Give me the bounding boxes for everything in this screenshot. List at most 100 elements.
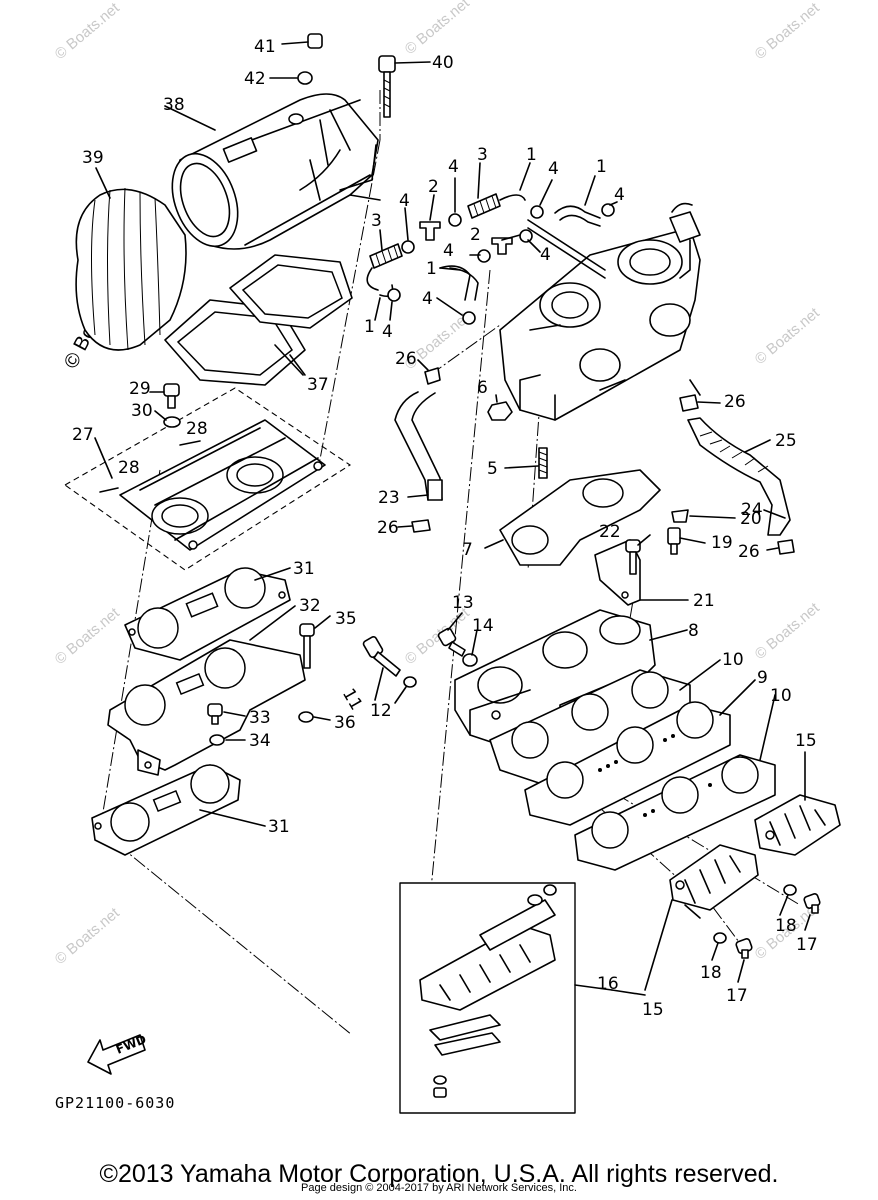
watermark: © Boats.net [52, 904, 124, 968]
callout-8: 8 [688, 621, 699, 641]
gasket-7 [499, 469, 661, 566]
clamps-26 [411, 367, 795, 555]
callout-5: 5 [487, 459, 498, 479]
callout-16: 16 [597, 974, 619, 994]
bolt-22 [625, 539, 641, 575]
callout-20: 20 [740, 509, 762, 529]
callout-26-lower-left: 26 [377, 518, 399, 538]
cap-20 [671, 509, 689, 523]
washer-18-lower [713, 932, 727, 944]
throttle-body-assembly [499, 202, 701, 421]
screw-17-lower [735, 938, 753, 959]
gasket-31-lower [91, 764, 241, 856]
sensor-19 [667, 527, 681, 555]
hose-3-right [467, 193, 526, 219]
hose-3-left [366, 243, 403, 291]
plate-9 [524, 701, 731, 826]
part-code: GP21100-6030 [55, 1094, 175, 1112]
callout-15-upper: 15 [795, 731, 817, 751]
callout-1-top: 1 [526, 145, 537, 165]
connector-2 [419, 221, 513, 255]
bolt-13 [437, 627, 466, 657]
callout-21: 21 [693, 591, 715, 611]
callout-35: 35 [335, 609, 357, 629]
callout-31-lower: 31 [268, 817, 290, 837]
hose-23 [394, 391, 443, 501]
nut-6 [487, 401, 513, 421]
callout-31-upper: 31 [293, 559, 315, 579]
clamps-4 [387, 203, 615, 325]
callout-10-b: 10 [770, 686, 792, 706]
callout-1-right: 1 [596, 157, 607, 177]
callout-3-left: 3 [371, 211, 382, 231]
callout-42: 42 [244, 69, 266, 89]
hose-1 [379, 205, 606, 301]
callout-4-mid: 4 [443, 241, 454, 261]
watermark: © Boats.net [752, 304, 824, 368]
page-design-credit: Page design © 2004-2017 by ARI Network S… [301, 1182, 577, 1194]
callout-2-upper: 2 [428, 177, 439, 197]
seal-42 [269, 71, 313, 85]
callout-18-lower: 18 [700, 963, 722, 983]
cap-41 [281, 33, 323, 49]
callout-36: 36 [334, 713, 356, 733]
bolt-29 [163, 383, 180, 409]
callout-9: 9 [757, 668, 768, 688]
leader-lines [94, 162, 811, 996]
callout-18-upper: 18 [775, 916, 797, 936]
callout-14: 14 [472, 616, 494, 636]
bolt-33 [207, 703, 223, 725]
callout-41: 41 [254, 37, 276, 57]
callout-23: 23 [378, 488, 400, 508]
rubber-joint-39 [75, 167, 187, 351]
callout-4-left-lower: 4 [382, 322, 393, 342]
callout-11: 11 [338, 685, 366, 714]
callout-7: 7 [462, 540, 473, 560]
washer-12 [403, 676, 417, 688]
callout-19: 19 [711, 533, 733, 553]
callout-4-top: 4 [448, 157, 459, 177]
callout-4-left: 4 [399, 191, 410, 211]
watermark: © Boats.net [752, 0, 824, 63]
stud-5 [538, 447, 548, 479]
callout-40: 40 [432, 53, 454, 73]
callout-4-lower: 4 [422, 289, 433, 309]
exploded-parts-diagram: © Boats.net © Boats.net © Boats.net © Bo… [52, 0, 841, 1114]
callout-2-lower: 2 [470, 225, 481, 245]
callout-26-lower-right: 26 [738, 542, 760, 562]
callout-26-upper: 26 [395, 349, 417, 369]
callout-26-right: 26 [724, 392, 746, 412]
reed-detail-inset-16 [399, 882, 613, 1114]
plate-32 [107, 639, 306, 776]
bolt-35 [299, 623, 315, 669]
hose-25 [687, 379, 791, 536]
callout-10-a: 10 [722, 650, 744, 670]
callout-17-lower: 17 [726, 986, 748, 1006]
gasket-10-b [574, 754, 776, 871]
watermark: © Boats.net [402, 0, 474, 58]
watermark: © Boats.net [52, 604, 124, 668]
callout-1-mid: 1 [426, 259, 437, 279]
callout-33: 33 [249, 708, 271, 728]
watermark: © Boats.net [752, 599, 824, 663]
callout-30: 30 [131, 401, 153, 421]
callout-34: 34 [249, 731, 271, 751]
callout-28-a: 28 [186, 419, 208, 439]
callout-37: 37 [307, 375, 329, 395]
callout-numbers: 41 42 40 38 39 37 29 30 28 27 28 31 32 3… [72, 37, 818, 1020]
reed-valve-15-upper [754, 794, 841, 856]
callout-12: 12 [370, 701, 392, 721]
callout-27: 27 [72, 425, 94, 445]
gasket-10-a [489, 669, 691, 786]
callout-38: 38 [163, 95, 185, 115]
callout-24: 24 [741, 500, 763, 520]
washer-30 [163, 416, 181, 428]
callout-1-left: 1 [364, 317, 375, 337]
copyright-notice: ©2013 Yamaha Motor Corporation, U.S.A. A… [99, 1160, 779, 1188]
washer-34 [209, 734, 225, 746]
callout-6: 6 [477, 378, 488, 398]
callout-17-upper: 17 [796, 935, 818, 955]
callout-39: 39 [82, 148, 104, 168]
watermark: © Boats.net [52, 0, 124, 63]
